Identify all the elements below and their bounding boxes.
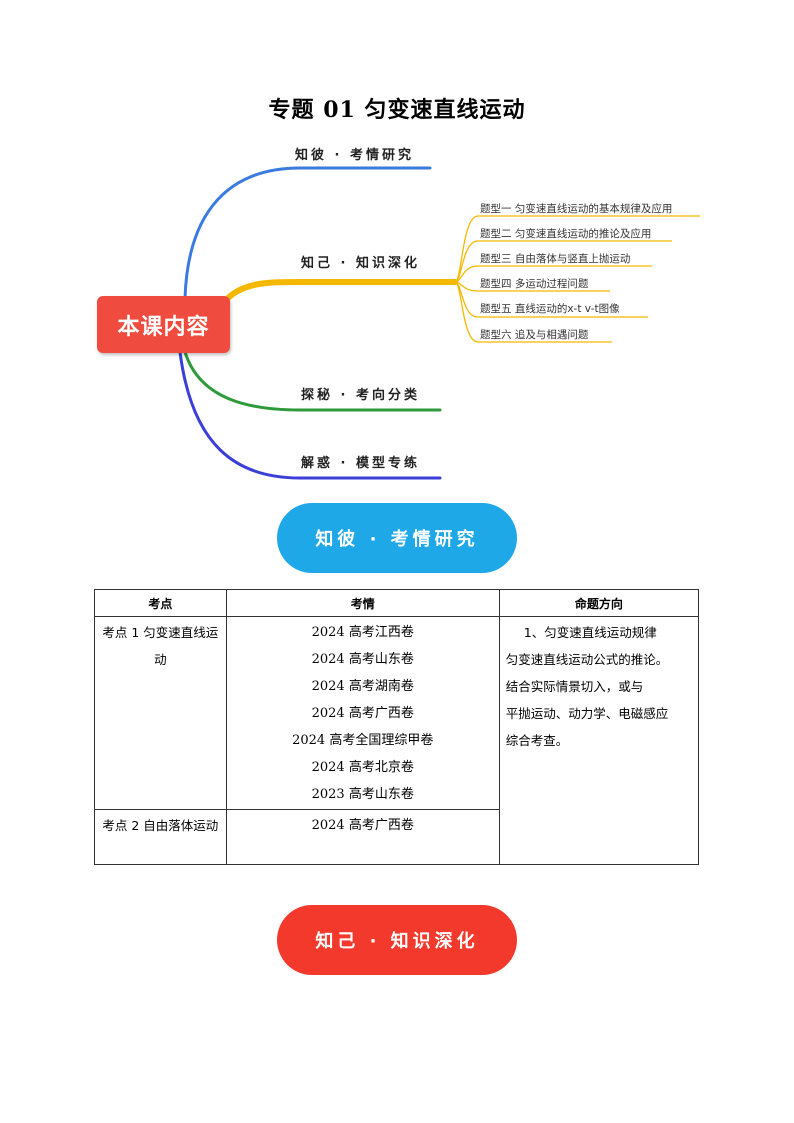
leaf-connector [454,265,652,283]
table-header: 考情 [225,589,500,617]
leaf-label: 题型四 多运动过程问题 [480,278,589,290]
mindmap-root: 本课内容 [97,296,230,353]
exam-item: 2024 高考江西卷 [311,625,414,640]
exam-item: 2024 高考广西卷 [311,818,414,833]
leaf-label: 题型三 自由落体与竖直上抛运动 [480,253,631,265]
exam-item: 2024 高考广西卷 [311,706,414,721]
branch-label-opponent: 知彼 · 考情研究 [295,148,414,163]
leaf-label: 题型六 追及与相遇问题 [480,329,589,341]
table-header: 命题方向 [498,589,700,617]
exam-point-cell: 考点 2 自由落体运动 [94,809,227,865]
exam-item: 2024 高考山东卷 [311,652,414,667]
leaf-label: 题型五 直线运动的x-t v-t图像 [480,303,620,315]
exam-item: 2024 高考湖南卷 [311,679,414,694]
section-pill-exam-analysis: 知彼 · 考情研究 [277,503,517,573]
table-row: 考点 2 自由落体运动 2024 高考广西卷 [94,809,699,865]
exam-item: 2024 高考全国理综甲卷 [292,733,434,748]
direction-line: 平抛运动、动力学、电磁感应 [505,706,669,721]
table-row: 考点 1 匀变速直线运动 2024 高考江西卷 2024 高考山东卷 2024 … [94,616,700,865]
branch-line-self [225,279,458,301]
leaf-connector [454,240,672,283]
section-pill-knowledge: 知己 · 知识深化 [277,905,517,975]
branch-label-solve: 解惑 · 模型专练 [301,456,420,471]
leaf-label: 题型一 匀变速直线运动的基本规律及应用 [480,203,673,215]
exam-item: 2024 高考北京卷 [311,760,414,775]
exam-point-cell: 考点 1 匀变速直线运动 [94,616,227,810]
branch-line-solve [178,350,442,480]
branch-label-self: 知己 · 知识深化 [301,256,420,271]
exam-item: 2023 高考山东卷 [311,787,414,802]
direction-line: 1、匀变速直线运动规律 [523,625,657,640]
direction-line: 匀变速直线运动公式的推论。 [505,652,669,667]
page-title: 专题 01 匀变速直线运动 [268,97,526,123]
leaf-label: 题型二 匀变速直线运动的推论及应用 [480,228,652,240]
exam-list-cell: 2024 高考广西卷 [225,809,500,865]
direction-line: 结合实际情景切入，或与 [505,679,644,694]
branch-label-explore: 探秘 · 考向分类 [301,388,420,403]
exam-analysis-table: 考点 考情 命题方向 考点 1 匀变速直线运动 2024 高考江西卷 2024 … [94,589,700,865]
mindmap [178,166,700,480]
branch-line-explore [183,350,442,412]
direction-cell: 1、匀变速直线运动规律 匀变速直线运动公式的推论。 结合实际情景切入，或与 平抛… [498,616,700,865]
table-header-row: 考点 考情 命题方向 [94,589,700,617]
table-header: 考点 [94,589,227,617]
direction-line: 综合考查。 [505,733,569,748]
exam-list-cell: 2024 高考江西卷 2024 高考山东卷 2024 高考湖南卷 2024 高考… [225,616,500,810]
branch-line-opponent [183,166,432,300]
leaf-connector [454,281,612,343]
